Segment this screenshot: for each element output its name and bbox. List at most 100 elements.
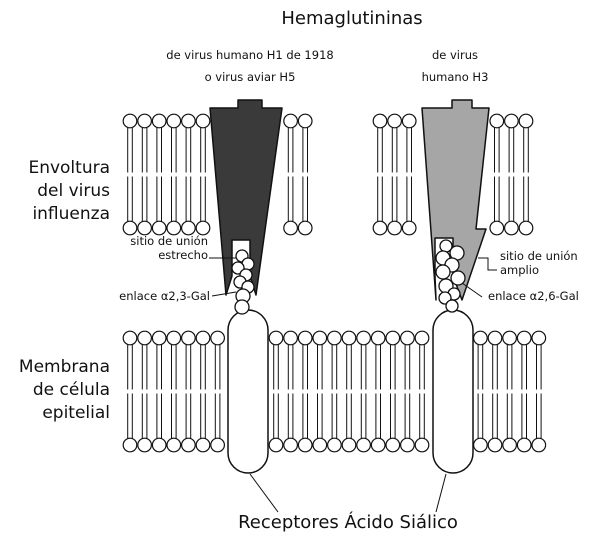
membrane-lipid-head-outer-1 [138, 331, 152, 345]
membrane-lipid-head-inner-20 [415, 438, 429, 452]
membrane-lipid-head-outer-12 [298, 331, 312, 345]
sialic-acid-receptor-left [228, 310, 268, 473]
membrane-lipid-head-outer-5 [196, 331, 210, 345]
membrane-lipid-head-inner-18 [386, 438, 400, 452]
envelope-left-lipid-head-outer-11 [284, 114, 298, 128]
envelope-right-lipid-head-inner-0 [373, 221, 387, 235]
membrane-lipid-head-inner-11 [284, 438, 298, 452]
membrane-lipid-head-outer-16 [357, 331, 371, 345]
membrane-lipid-head-outer-10 [269, 331, 283, 345]
membrane-lipid-head-inner-17 [371, 438, 385, 452]
narrow-binding-site-line2: estrecho [100, 249, 208, 263]
envelope-right-lipid-head-inner-1 [388, 221, 402, 235]
membrane-label-line2: de célula [0, 379, 110, 402]
left-hemagglutinin-label-line2: o virus aviar H5 [195, 71, 305, 85]
envelope-label: Envoltura del virus influenza [0, 157, 110, 226]
envelope-right-lipid-head-inner-2 [402, 221, 416, 235]
envelope-left-lipid-head-inner-0 [123, 221, 137, 235]
envelope-left-lipid-head-outer-3 [167, 114, 181, 128]
membrane-lipid-head-inner-4 [182, 438, 196, 452]
membrane-lipid-head-outer-3 [167, 331, 181, 345]
membrane-lipid-head-outer-18 [386, 331, 400, 345]
envelope-right-lipid-head-outer-10 [519, 114, 533, 128]
membrane-lipid-head-inner-28 [532, 438, 546, 452]
envelope-left-lipid-head-inner-11 [284, 221, 298, 235]
membrane-lipid-head-inner-19 [401, 438, 415, 452]
membrane-lipid-head-outer-24 [474, 331, 488, 345]
envelope-left-lipid-head-outer-5 [196, 114, 210, 128]
membrane-lipid-head-outer-17 [371, 331, 385, 345]
envelope-left-lipid-head-outer-0 [123, 114, 137, 128]
membrane-lipid-head-inner-6 [211, 438, 225, 452]
membrane-lipid-head-inner-15 [342, 438, 356, 452]
membrane-lipid-head-inner-27 [517, 438, 531, 452]
membrane-lipid-head-outer-15 [342, 331, 356, 345]
membrane-lipid-head-outer-26 [503, 331, 517, 345]
envelope-left-lipid-head-outer-2 [152, 114, 166, 128]
envelope-right-lipid-head-inner-9 [505, 221, 519, 235]
envelope-label-line1: Envoltura [0, 157, 110, 180]
membrane-lipid-head-inner-1 [138, 438, 152, 452]
membrane-lipid-head-inner-2 [152, 438, 166, 452]
narrow-binding-site-line1: sitio de unión [100, 235, 208, 249]
right-hemagglutinin-label-line2: humano H3 [410, 71, 500, 85]
leader-line-receptor-left [250, 474, 278, 512]
wide-binding-site-line1: sitio de unión [500, 250, 610, 264]
membrane-label: Membrana de célula epitelial [0, 356, 110, 425]
membrane-lipid-head-inner-12 [298, 438, 312, 452]
membrane-lipid-head-inner-14 [328, 438, 342, 452]
envelope-left-lipid-head-inner-3 [167, 221, 181, 235]
envelope-right-lipid-head-outer-1 [388, 114, 402, 128]
envelope-label-line2: del virus [0, 180, 110, 203]
envelope-left-lipid-head-inner-2 [152, 221, 166, 235]
envelope-left-lipid-head-outer-1 [138, 114, 152, 128]
membrane-lipid-head-outer-11 [284, 331, 298, 345]
envelope-left-lipid-head-outer-12 [298, 114, 312, 128]
membrane-label-line3: epitelial [0, 402, 110, 425]
membrane-lipid-head-outer-20 [415, 331, 429, 345]
membrane-lipid-head-outer-25 [488, 331, 502, 345]
narrow-binding-site-label: sitio de unión estrecho [100, 235, 208, 263]
membrane-lipid-head-inner-26 [503, 438, 517, 452]
envelope-left-lipid-head-inner-12 [298, 221, 312, 235]
membrane-lipid-head-outer-28 [532, 331, 546, 345]
membrane-lipid-head-outer-27 [517, 331, 531, 345]
envelope-left-lipid-head-inner-4 [182, 221, 196, 235]
wide-binding-site-label: sitio de unión amplio [500, 250, 610, 278]
membrane-lipid-head-outer-4 [182, 331, 196, 345]
envelope-right-lipid-head-outer-8 [490, 114, 504, 128]
left-hemagglutinin-label-line1: de virus humano H1 de 1918 [165, 49, 335, 63]
sialic-acid-cluster-left [232, 250, 254, 314]
envelope-left-lipid-head-outer-4 [182, 114, 196, 128]
envelope-right-lipid-head-outer-0 [373, 114, 387, 128]
membrane-lipid-head-inner-0 [123, 438, 137, 452]
envelope-label-line3: influenza [0, 203, 110, 226]
membrane-label-line1: Membrana [0, 356, 110, 379]
leader-line-a23 [212, 292, 236, 296]
membrane-lipid-head-outer-14 [328, 331, 342, 345]
membrane-lipid-head-outer-6 [211, 331, 225, 345]
epithelial-membrane-bilayer [123, 331, 545, 452]
membrane-lipid-head-outer-13 [313, 331, 327, 345]
leader-line-receptor-right [436, 474, 446, 512]
envelope-right-lipid-head-inner-8 [490, 221, 504, 235]
wide-binding-site-line2: amplio [500, 264, 610, 278]
membrane-lipid-head-outer-2 [152, 331, 166, 345]
alpha-2-6-gal-label: enlace α2,6-Gal [488, 290, 608, 304]
membrane-lipid-head-inner-25 [488, 438, 502, 452]
sialic-acid-receptors-label: Receptores Ácido Siálico [218, 512, 478, 534]
membrane-lipid-head-inner-24 [474, 438, 488, 452]
alpha-2-3-gal-label: enlace α2,3-Gal [90, 290, 210, 304]
sialic-acid-receptor-right [433, 310, 473, 473]
envelope-right-lipid-head-inner-10 [519, 221, 533, 235]
membrane-lipid-head-inner-13 [313, 438, 327, 452]
envelope-right-lipid-head-outer-9 [505, 114, 519, 128]
right-hemagglutinin-label-line1: de virus [410, 49, 500, 63]
diagram-title: Hemaglutininas [262, 8, 442, 30]
sialic-acid-cluster-right [436, 240, 465, 312]
membrane-lipid-head-inner-5 [196, 438, 210, 452]
membrane-lipid-head-outer-19 [401, 331, 415, 345]
membrane-lipid-head-inner-3 [167, 438, 181, 452]
membrane-lipid-head-outer-0 [123, 331, 137, 345]
envelope-left-lipid-head-inner-5 [196, 221, 210, 235]
